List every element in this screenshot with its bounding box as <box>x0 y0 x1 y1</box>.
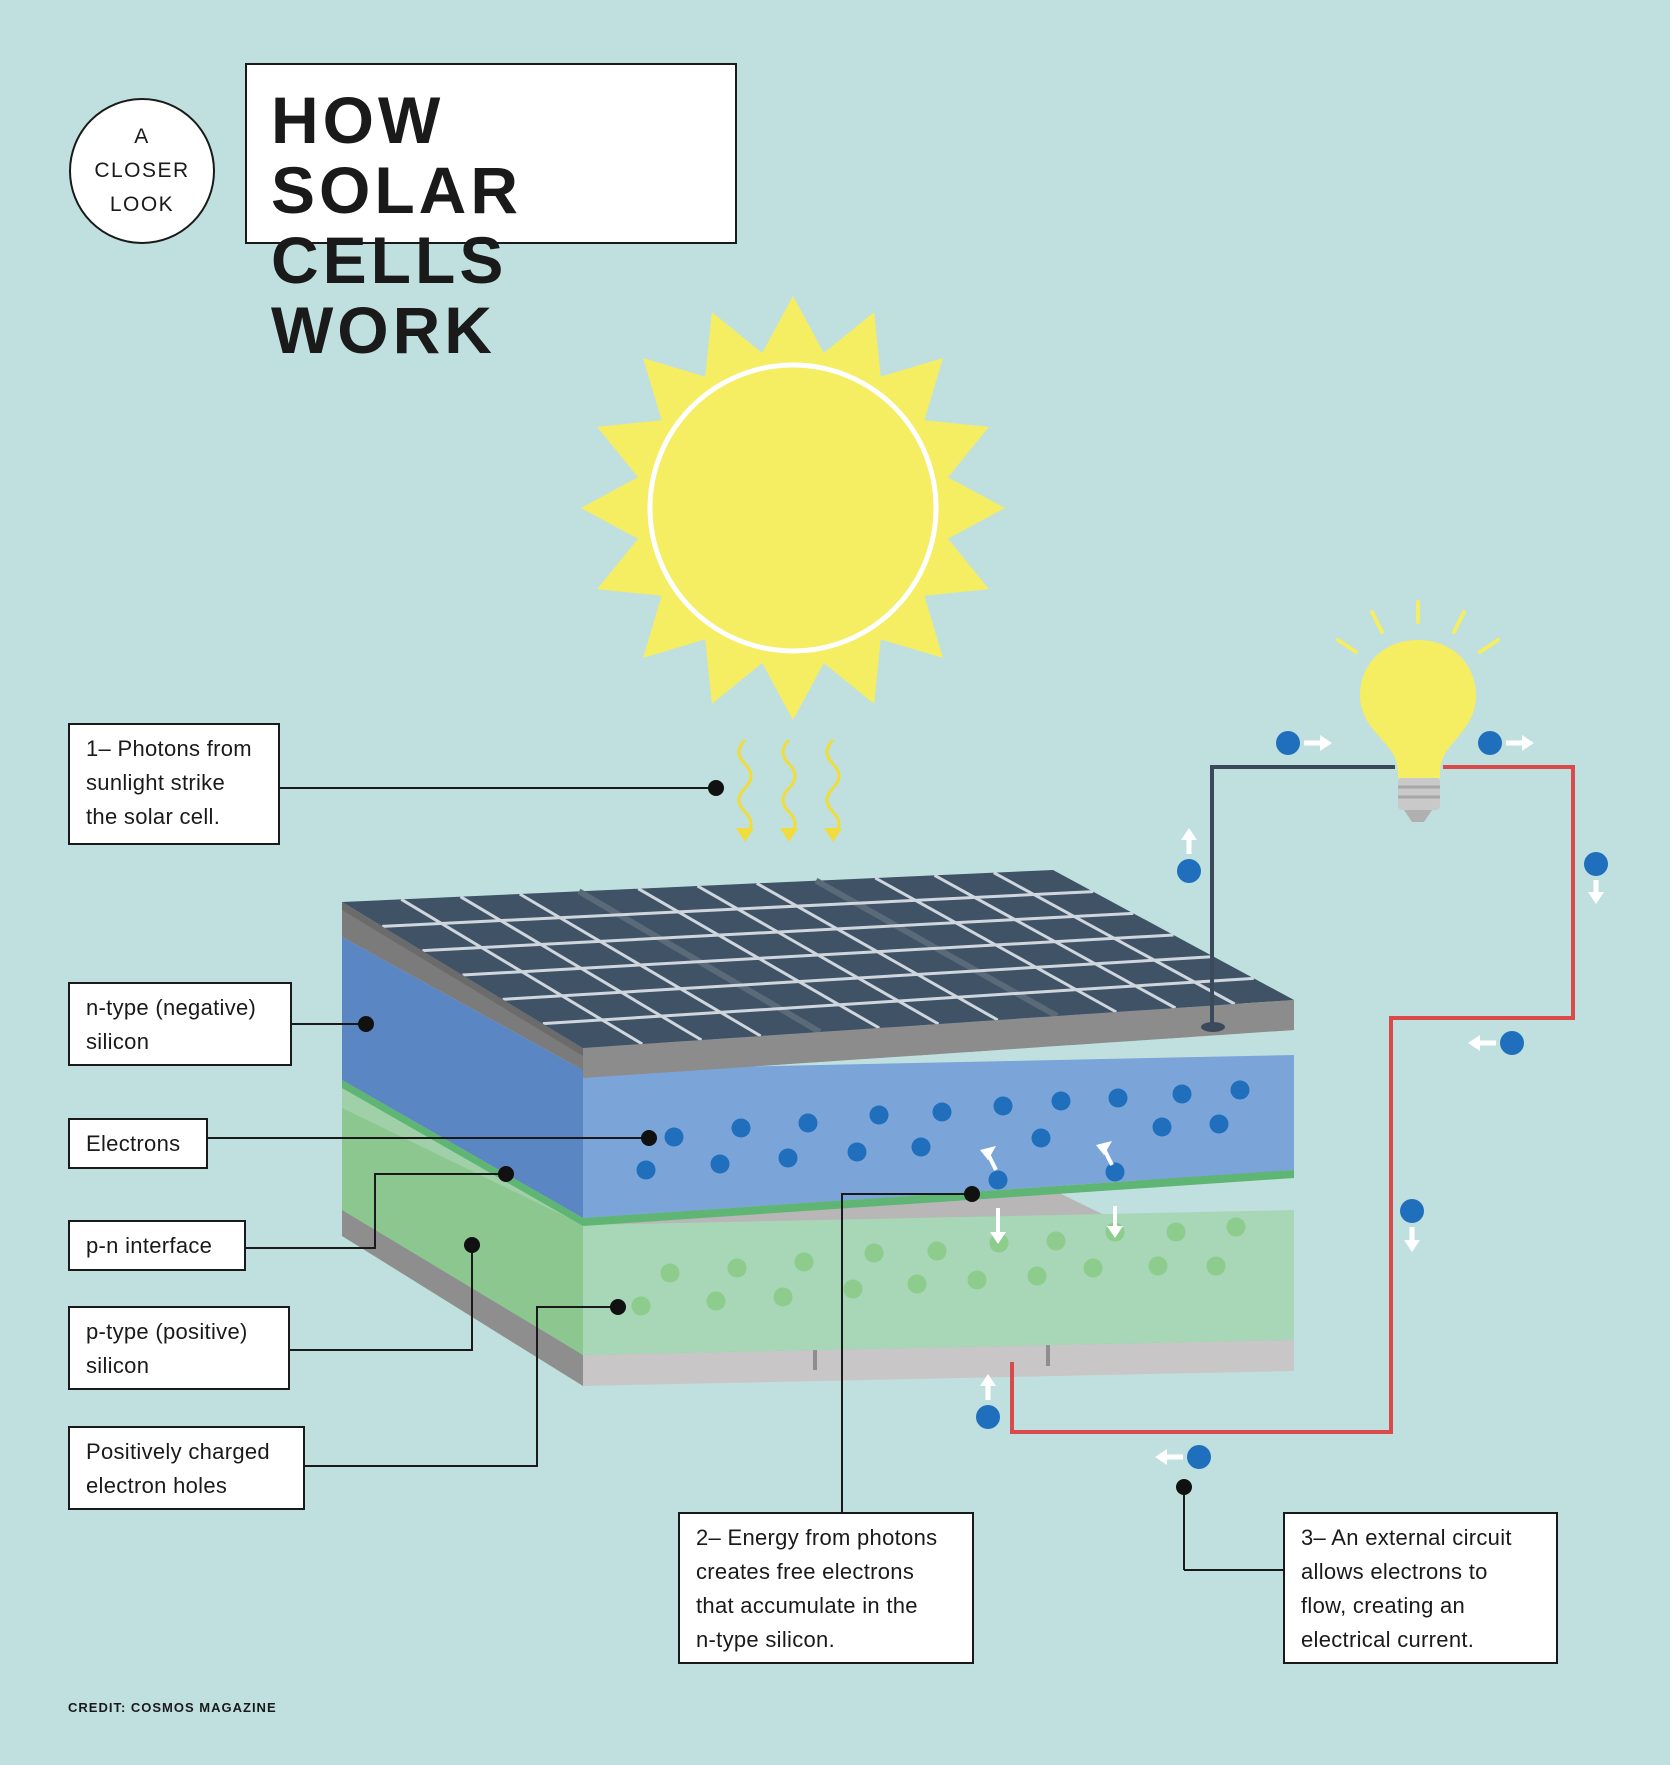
electron-dot <box>636 1160 656 1180</box>
hole-dot <box>927 1241 947 1261</box>
flow-electron <box>1478 731 1534 755</box>
label-p-type: p-type (positive) silicon <box>68 1306 290 1390</box>
hole-dot <box>660 1263 680 1283</box>
leader-dots <box>358 780 1192 1495</box>
electron-dot <box>869 1105 889 1125</box>
panel-grid-line <box>542 976 1254 1026</box>
flow-electron <box>1584 852 1608 904</box>
photon-arrowhead <box>780 828 798 842</box>
electron-dot <box>911 1137 931 1157</box>
panel-grid-line <box>462 933 1174 977</box>
hole-dot <box>1166 1222 1186 1242</box>
panel-grid-line <box>502 955 1214 1001</box>
hole-dot <box>1226 1217 1246 1237</box>
label-photons: 1– Photons from sunlight strike the sola… <box>68 723 280 845</box>
sun-icon <box>581 296 1005 720</box>
flow-electrons <box>976 731 1608 1469</box>
badge-line: LOOK <box>109 193 175 216</box>
label-electrons: Electrons <box>68 1118 208 1169</box>
hole-dot <box>1046 1231 1066 1251</box>
negative-wire <box>1210 765 1395 1030</box>
hole-dot <box>1206 1256 1226 1276</box>
hole-dot <box>1027 1266 1047 1286</box>
electron-dot <box>710 1154 730 1174</box>
hole-dot <box>1083 1258 1103 1278</box>
solar-panel-top <box>342 870 1294 1078</box>
label-energy-from-photons: 2– Energy from photons creates free elec… <box>678 1512 974 1664</box>
hole-dot <box>706 1291 726 1311</box>
flow-electron <box>1155 1445 1211 1469</box>
title-line: CELLS WORK <box>271 223 508 367</box>
electron-dot <box>1105 1162 1125 1182</box>
light-bulb-icon <box>1336 600 1500 822</box>
electron-dot <box>778 1148 798 1168</box>
hole-dot <box>843 1279 863 1299</box>
interface-arrows <box>980 1141 1123 1244</box>
label-n-type: n-type (negative) silicon <box>68 982 292 1066</box>
holes-group <box>631 1217 1246 1316</box>
title-line: HOW SOLAR <box>271 83 522 227</box>
hole-dot <box>773 1287 793 1307</box>
photon-wave <box>825 738 841 838</box>
label-electron-holes: Positively charged electron holes <box>68 1426 305 1510</box>
hole-dot <box>907 1274 927 1294</box>
hole-dot <box>967 1270 987 1290</box>
electron-dot <box>1051 1091 1071 1111</box>
leader-lines <box>208 787 1285 1571</box>
badge-line: CLOSER <box>94 159 190 182</box>
closer-look-badge: A CLOSER LOOK <box>69 98 215 244</box>
photon-waves <box>736 738 842 842</box>
electron-dot <box>664 1127 684 1147</box>
electron-dot <box>932 1102 952 1122</box>
photon-wave <box>781 738 797 838</box>
electron-dot <box>1172 1084 1192 1104</box>
flow-electron <box>1177 828 1201 883</box>
electron-dot <box>993 1096 1013 1116</box>
electrons-group <box>636 1080 1250 1190</box>
positive-wire <box>1010 765 1575 1434</box>
electron-dot <box>1031 1128 1051 1148</box>
photon-arrowhead <box>736 828 754 842</box>
hole-dot <box>794 1252 814 1272</box>
circuit <box>1010 765 1575 1434</box>
badge-line: A <box>134 125 150 148</box>
flow-electron <box>1400 1199 1424 1252</box>
electron-dot <box>988 1170 1008 1190</box>
label-external-circuit: 3– An external circuit allows electrons … <box>1283 1512 1558 1664</box>
flow-electron <box>1468 1031 1524 1055</box>
label-pn-interface: p-n interface <box>68 1220 246 1271</box>
page-title: HOW SOLAR CELLS WORK <box>245 63 737 365</box>
panel-grid-line <box>422 911 1134 953</box>
flow-electron <box>976 1374 1000 1429</box>
credit: CREDIT: COSMOS MAGAZINE <box>68 1700 277 1715</box>
hole-dot <box>727 1258 747 1278</box>
electron-dot <box>1209 1114 1229 1134</box>
electron-dot <box>847 1142 867 1162</box>
electron-dot <box>798 1113 818 1133</box>
electron-dot <box>1108 1088 1128 1108</box>
electron-dot <box>1152 1117 1172 1137</box>
flow-electron <box>1276 731 1332 755</box>
photon-wave <box>737 738 753 838</box>
photon-arrowhead <box>824 828 842 842</box>
hole-dot <box>1148 1256 1168 1276</box>
electron-dot <box>731 1118 751 1138</box>
hole-dot <box>631 1296 651 1316</box>
hole-dot <box>864 1243 884 1263</box>
panel-grid-line <box>382 890 1094 928</box>
electron-dot <box>1230 1080 1250 1100</box>
